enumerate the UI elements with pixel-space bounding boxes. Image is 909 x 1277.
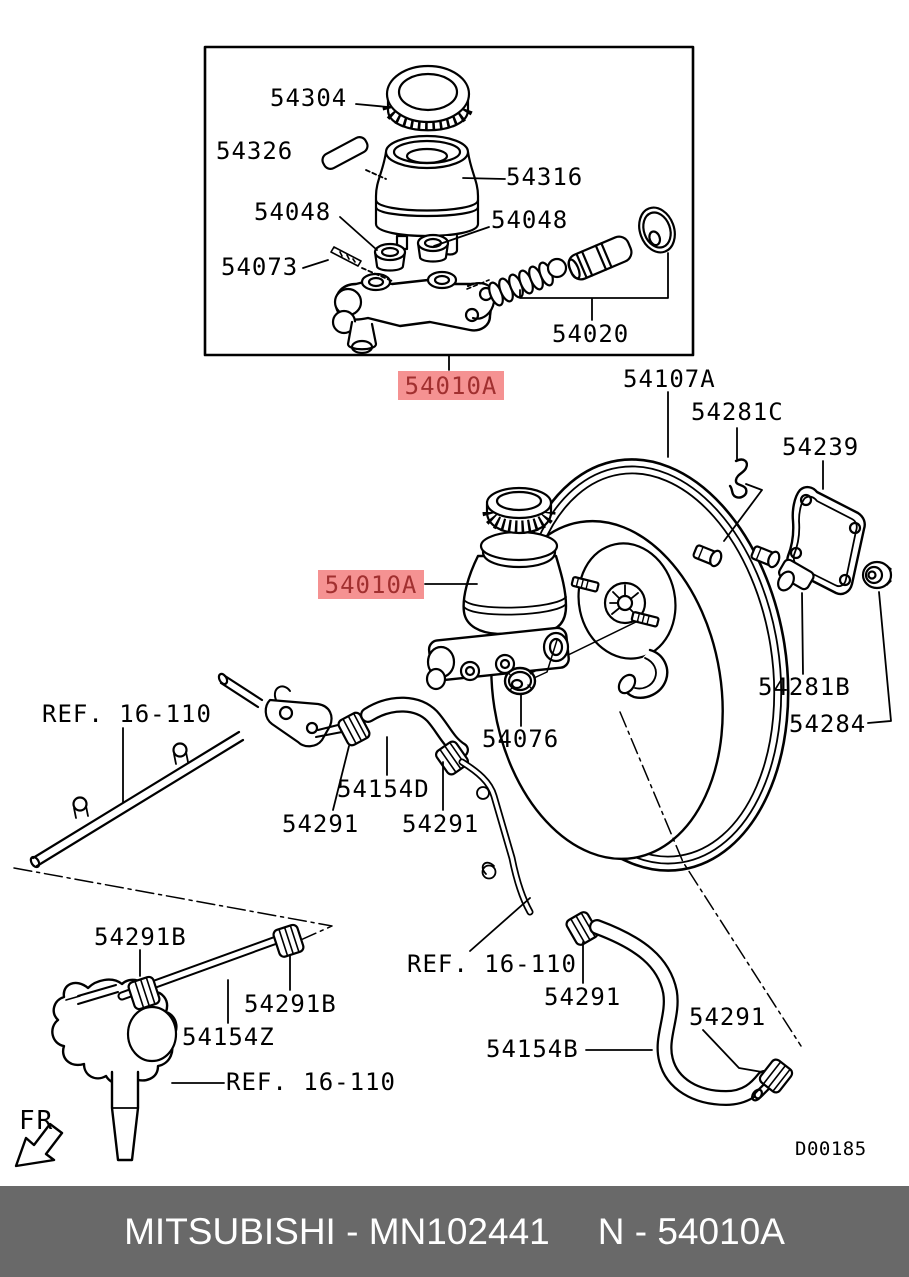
drawing-code-label: D00185 xyxy=(795,1138,867,1160)
part-label-54291-1[interactable]: 54291 xyxy=(282,810,360,838)
clip-54281c-drawing xyxy=(728,458,749,499)
pin-54281b-drawing xyxy=(777,558,815,592)
part-label-54154d[interactable]: 54154D xyxy=(337,775,430,803)
brake-booster-drawing xyxy=(490,458,790,872)
part-label-54316[interactable]: 54316 xyxy=(506,163,584,191)
ref-label-16-110-pipe: REF. 16-110 xyxy=(42,700,212,728)
hose-clamp-drawing xyxy=(272,923,305,958)
hose-clamp-drawing xyxy=(758,1058,794,1094)
part-label-54281c[interactable]: 54281C xyxy=(691,398,784,426)
part-label-54239[interactable]: 54239 xyxy=(782,433,860,461)
fr-direction-arrow-icon xyxy=(14,1122,64,1168)
part-label-54291-2[interactable]: 54291 xyxy=(402,810,480,838)
part-label-54076[interactable]: 54076 xyxy=(482,725,560,753)
part-label-54048-left[interactable]: 54048 xyxy=(254,198,332,226)
part-label-54073[interactable]: 54073 xyxy=(221,253,299,281)
hose-clamp-drawing xyxy=(127,975,161,1011)
part-label-54107a[interactable]: 54107A xyxy=(623,365,716,393)
part-label-54291-3[interactable]: 54291 xyxy=(544,983,622,1011)
part-label-54284[interactable]: 54284 xyxy=(789,710,867,738)
brake-pipe-left-drawing xyxy=(29,672,343,869)
ref-label-16-110-mid: REF. 16-110 xyxy=(407,950,577,978)
leader-lines-top xyxy=(302,103,506,371)
footer-brand-part: MITSUBISHI - MN102441 xyxy=(124,1210,550,1252)
part-label-54291b-1[interactable]: 54291B xyxy=(94,923,187,951)
leader-lines-bottom xyxy=(122,727,763,1084)
part-label-54291-4[interactable]: 54291 xyxy=(689,1003,767,1031)
hose-clamp-drawing xyxy=(337,711,371,747)
leader-lines-right xyxy=(424,391,892,727)
part-label-54291b-2[interactable]: 54291B xyxy=(244,990,337,1018)
ref-label-16-110-pump: REF. 16-110 xyxy=(226,1068,396,1096)
gasket-54239-drawing xyxy=(786,485,866,596)
part-label-54304[interactable]: 54304 xyxy=(270,84,348,112)
part-label-54020[interactable]: 54020 xyxy=(552,320,630,348)
part-label-54048-right[interactable]: 54048 xyxy=(491,206,569,234)
part-label-54154z[interactable]: 54154Z xyxy=(182,1023,275,1051)
part-label-54326[interactable]: 54326 xyxy=(216,137,294,165)
part-label-54281b[interactable]: 54281B xyxy=(758,673,851,701)
footer-ref-number: N - 54010A xyxy=(597,1210,785,1252)
fr-direction-label: FR xyxy=(19,1106,55,1136)
part-label-54010a-selected-box[interactable]: 54010A xyxy=(398,371,504,400)
footer-bar: MITSUBISHI - MN102441 N - 54010A xyxy=(0,1186,909,1277)
master-cylinder-kit-drawing xyxy=(203,45,695,357)
pump-detail-drawing xyxy=(51,978,178,1162)
nut-54284-drawing xyxy=(861,560,893,590)
part-label-54154b[interactable]: 54154B xyxy=(486,1035,579,1063)
master-cylinder-assembled-drawing xyxy=(425,486,570,696)
brake-pipe-mid-drawing xyxy=(458,758,534,916)
part-label-54010a-selected-assy[interactable]: 54010A xyxy=(318,570,424,599)
